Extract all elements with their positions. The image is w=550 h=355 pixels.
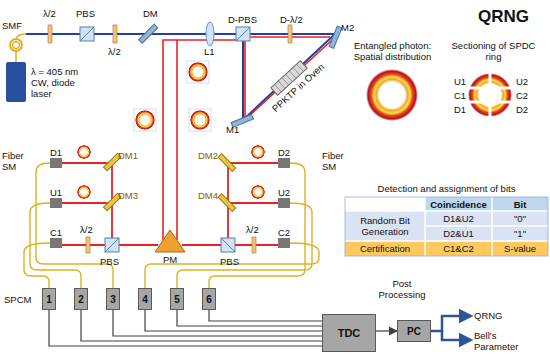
table-cell: D1&U2 — [425, 213, 492, 224]
sector-label: D2 — [516, 104, 528, 115]
pbs-label: D-PBS — [228, 14, 257, 25]
box-text: 1 — [46, 294, 52, 305]
table-header: Bit — [492, 199, 548, 210]
detector-box: 2 — [74, 288, 88, 310]
mirror-label: M1 — [226, 124, 239, 135]
process-box: PC — [397, 320, 431, 342]
output-label: Bell's Parameter — [474, 330, 538, 352]
signal-wire — [376, 330, 397, 331]
image-caption: Sectioning of SPDC ring — [446, 40, 541, 62]
table-header: Coincidence — [425, 199, 492, 210]
device-label: SPCM — [4, 294, 31, 305]
waveplate-label: λ/2 — [108, 46, 121, 57]
table-cell: S-value — [492, 243, 548, 254]
detector-label: D1 — [50, 147, 62, 158]
title: QRNG — [478, 7, 529, 27]
detector-label: U2 — [278, 187, 290, 198]
box-text: PC — [407, 326, 421, 337]
table-cell: "1" — [492, 228, 548, 239]
waveplate-label: λ/2 — [80, 224, 93, 235]
sector-label: D1 — [454, 104, 466, 115]
output-label: QRNG — [474, 310, 503, 321]
table-title: Detection and assignment of bits — [345, 183, 548, 194]
detector-box: 4 — [138, 288, 152, 310]
waveplate-label: λ/2 — [246, 224, 259, 235]
table-cell: Random Bit Generation — [347, 215, 423, 237]
laser-label: λ = 405 nm CW, diode laser — [31, 66, 87, 99]
prism-label: PM — [163, 254, 177, 265]
box-text: 3 — [110, 294, 116, 305]
table-cell: Certification — [347, 243, 423, 254]
detector-label: C2 — [278, 227, 290, 238]
signal-wire — [81, 310, 322, 341]
mirror-label: DM4 — [198, 190, 218, 201]
detector-box: 3 — [106, 288, 120, 310]
fiber-label: SMF — [2, 20, 22, 31]
waveplate-label: λ/2 — [43, 8, 56, 19]
signal-wire — [113, 310, 322, 336]
sector-label: C1 — [454, 90, 466, 101]
detector-box: 6 — [202, 288, 216, 310]
box-text: 2 — [78, 294, 84, 305]
fiber-label: Fiber SM — [322, 150, 346, 172]
mirror-label: DM1 — [118, 150, 138, 161]
sector-label: U2 — [516, 76, 528, 87]
mirror-label: M2 — [341, 22, 354, 33]
box-text: TDC — [338, 327, 361, 339]
table-cell: C1&C2 — [425, 243, 492, 254]
signal-wire — [145, 310, 322, 331]
box-text: 6 — [206, 294, 212, 305]
detector-box: 5 — [170, 288, 184, 310]
pbs-label: PBS — [76, 8, 95, 19]
image-caption: Entangled photon: Spatial distribution — [345, 40, 440, 62]
mirror-label: DM — [143, 8, 158, 19]
signal-wire — [49, 310, 322, 346]
sector-label: U1 — [454, 76, 466, 87]
mirror-label: DM3 — [118, 190, 138, 201]
box-text: 4 — [142, 294, 148, 305]
detector-label: U1 — [50, 187, 62, 198]
process-label: Post Processing — [372, 278, 432, 300]
signal-wire — [209, 310, 322, 321]
pbs-label: PBS — [100, 256, 119, 267]
fiber-label: Fiber SM — [2, 150, 26, 172]
pbs-label: PBS — [220, 256, 239, 267]
signal-wire — [177, 310, 322, 326]
detector-box: 1 — [42, 288, 56, 310]
waveplate-label: D-λ/2 — [280, 14, 303, 25]
process-box: TDC — [322, 314, 376, 352]
table-cell: "0" — [492, 213, 548, 224]
lens-label: L1 — [204, 46, 215, 57]
detector-label: C1 — [50, 227, 62, 238]
table-cell: D2&U1 — [425, 228, 492, 239]
mirror-label: DM2 — [198, 150, 218, 161]
detector-label: D2 — [278, 147, 290, 158]
box-text: 5 — [174, 294, 180, 305]
sector-label: C2 — [516, 90, 528, 101]
